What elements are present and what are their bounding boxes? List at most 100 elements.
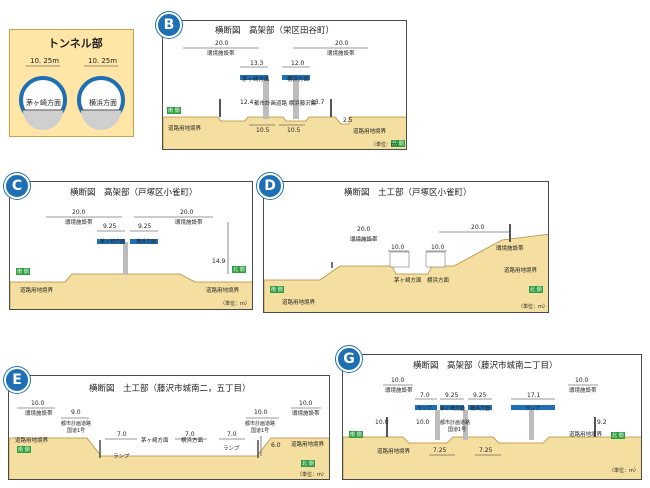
- panel-g-title: 横断図 高架部（藤沢市城南二丁目）: [413, 361, 558, 371]
- badge-g: G: [336, 346, 362, 372]
- panel-e-title: 横断図 土工部（藤沢市城南二，五丁目）: [89, 384, 251, 394]
- g-ramp-left: ランプ: [417, 406, 432, 412]
- d-unit: （単位：m）: [518, 304, 548, 310]
- d-dim-top-left: 20.0: [357, 226, 371, 233]
- d-dim-mid-right: 10.0: [431, 244, 445, 251]
- e-tag-left: 南 側: [18, 447, 30, 453]
- c-dim-right-h: 14.9: [212, 258, 226, 265]
- g-dim-right-h: 9.2: [597, 419, 607, 426]
- e-ramp-left: ランプ: [113, 454, 130, 460]
- e-city-left-2: 国道1号: [67, 428, 86, 434]
- badge-d: D: [257, 173, 283, 199]
- tunnel-left-label: 茅ヶ崎方面: [26, 99, 61, 107]
- g-dim-u3: 9.25: [473, 392, 487, 399]
- b-bound-right: 道路用地境界: [353, 129, 387, 135]
- b-tag-left: 南 側: [168, 108, 180, 114]
- c-bound-left: 道路用地境界: [20, 288, 54, 294]
- g-ramp-right: ランプ: [525, 406, 540, 412]
- g-bound-right: 道路用地境界: [569, 432, 603, 438]
- b-road-note: 都市計画道路 横浜藤沢線: [254, 101, 317, 107]
- panel-b-title: 横断図 高架部（栄区田谷町）: [215, 26, 335, 36]
- c-dim-top: 20.0: [72, 209, 86, 216]
- e-dim-inner-left: 9.0: [71, 409, 81, 416]
- g-road-note-2: 国道1号: [448, 427, 467, 433]
- g-dim-top-right: 10.0: [575, 377, 589, 384]
- d-dim-top-right: 20.0: [471, 224, 485, 231]
- badge-b: B: [156, 12, 182, 38]
- b-bound-left: 道路用地境界: [168, 126, 202, 132]
- d-setback-left: 環境施設帯: [350, 237, 378, 243]
- c-dim-top2: 20.0: [180, 209, 194, 216]
- g-deck-right: [468, 405, 492, 410]
- b-deck-left-label: 茅ヶ崎方面: [242, 77, 270, 83]
- e-setback-left: 環境施設帯: [25, 411, 53, 417]
- g-dim-u4: 17.1: [527, 392, 541, 399]
- deck-right: [282, 75, 310, 80]
- tunnel-drawing: [19, 65, 125, 130]
- c-dim-upper-right: 9.25: [138, 223, 152, 230]
- g-setback-right: 環境施設帯: [569, 388, 597, 394]
- d-bound-left: 道路用地境界: [282, 300, 316, 306]
- panel-b: 横断図 高架部（栄区田谷町） 20.0 環境施設帯 20.0 環境施設帯 13.…: [162, 20, 407, 150]
- g-dim-u2: 9.25: [445, 392, 459, 399]
- c-deck-right: [130, 239, 158, 244]
- d-road-left: 茅ヶ崎方面: [394, 278, 422, 284]
- e-dim-top-left: 10.0: [31, 400, 45, 407]
- e-city-left-1: 都市計画道路: [61, 421, 92, 427]
- e-city-right-2: 国道1号: [251, 428, 270, 434]
- b-dim-upper-right: 12.0: [291, 60, 305, 67]
- g-ramp-right-deck: [511, 405, 555, 410]
- b-deck-right-label: 横浜方面: [287, 77, 310, 83]
- g-dim-top-left: 10.0: [391, 377, 405, 384]
- panel-g-drawing: [343, 384, 641, 479]
- panel-d-drawing: [264, 224, 548, 312]
- g-deck-left: [440, 405, 464, 410]
- g-tag-right: 北 側: [612, 433, 624, 439]
- tunnel-left-width: 10. 25m: [30, 57, 60, 65]
- e-ramp-right: ランプ: [223, 446, 240, 452]
- b-dim-bot-left: 10.5: [256, 127, 270, 134]
- e-dim-r1: 7.0: [117, 431, 127, 438]
- e-dim-top-right: 10.0: [299, 400, 313, 407]
- c-deck-left-label: 茅ヶ崎方面: [100, 239, 126, 245]
- c-deck-left: [97, 239, 125, 244]
- d-road-right: 横浜方面: [427, 278, 450, 284]
- e-tag-right: 北 側: [302, 461, 314, 467]
- c-setback-right: 環境施設帯: [175, 220, 203, 226]
- b-dim-bot-right: 10.5: [287, 127, 301, 134]
- e-road-right: 横浜方面: [181, 438, 204, 444]
- b-dim-left-h: 12.4: [240, 99, 254, 106]
- panel-d-title: 横断図 土工部（戸塚区小雀町）: [344, 188, 472, 198]
- g-deck-right-label: 横浜方面: [470, 406, 491, 412]
- panel-e: 横断図 土工部（藤沢市城南二，五丁目） 10.0 環境施設帯 9.0 都市計画道…: [8, 375, 330, 480]
- c-tag-right: 北 側: [233, 267, 245, 273]
- b-unit: （単位：m）: [371, 142, 401, 148]
- g-unit: （単位：m）: [609, 468, 639, 474]
- panel-c-drawing: [10, 216, 252, 309]
- tunnel-right-label: 横浜方面: [89, 99, 117, 107]
- e-bound-right: 道路用地境界: [291, 442, 325, 448]
- g-bound-left: 道路用地境界: [377, 449, 411, 455]
- b-dim-top-right: 20.0: [335, 40, 349, 47]
- d-bound-right: 道路用地境界: [504, 268, 538, 274]
- e-dim-h: 6.0: [271, 442, 281, 449]
- b-tag-right: 北 側: [392, 141, 404, 147]
- badge-e: E: [4, 367, 30, 393]
- panel-c: 横断図 高架部（戸塚区小雀町） 20.0 環境施設帯 20.0 環境施設帯 9.…: [9, 181, 253, 310]
- e-dim-inner-right: 10.0: [254, 409, 268, 416]
- g-tag-left: 南 側: [350, 432, 362, 438]
- g-ramp-left-deck: [415, 405, 437, 410]
- g-dim-mid-h: 10.0: [416, 419, 430, 426]
- c-deck-right-label: 横浜方面: [136, 239, 157, 245]
- d-dim-mid-left: 10.0: [391, 244, 405, 251]
- b-dim-right-h: 13.7: [311, 99, 325, 106]
- g-road-note-1: 都市計画道路: [440, 420, 471, 426]
- c-tag-left: 南 側: [17, 269, 29, 275]
- d-tag-right: 北 側: [530, 287, 542, 293]
- d-setback-right: 環境施設帯: [496, 246, 524, 252]
- e-road-left: 茅ヶ崎方面: [141, 438, 169, 444]
- e-dim-r2: 7.0: [185, 431, 195, 438]
- deck-left: [240, 75, 268, 80]
- g-dim-left-h: 10.0: [375, 419, 389, 426]
- g-dim-bot-right: 7.25: [479, 447, 493, 454]
